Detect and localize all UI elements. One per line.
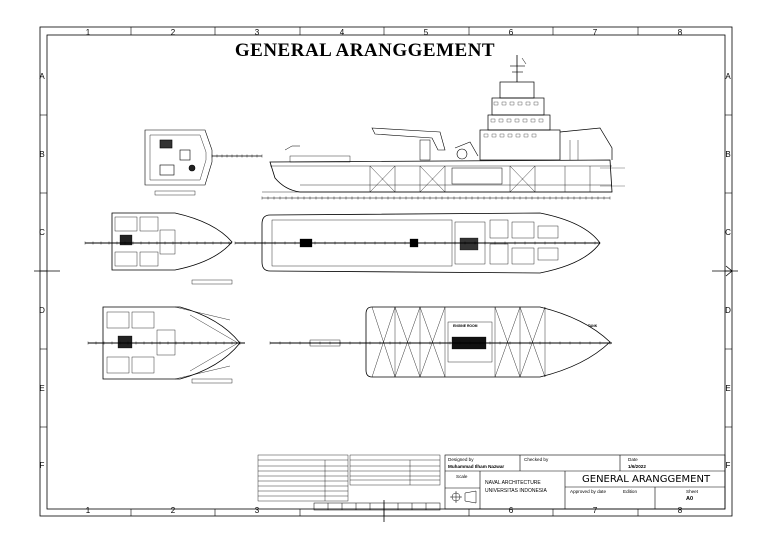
org-line-1: NAVAL ARCHITECTURE (485, 480, 541, 486)
zone-col-3-top: 3 (254, 28, 260, 37)
zone-row-e-right: E (725, 384, 731, 393)
engine-room-label: ENGINE ROOM (453, 324, 478, 328)
checked-by-label: Checked by (524, 457, 549, 462)
scale-label: Scale (456, 474, 468, 479)
tank-label: TANK (588, 324, 598, 328)
designer-name: Muhammad Ilham Nazwar (448, 464, 505, 469)
centering-marks (34, 265, 738, 522)
bridge-deck-plan (144, 129, 262, 186)
sheet-value: A0 (686, 496, 694, 502)
zone-row-f-right: F (725, 461, 731, 470)
zone-row-d-right: D (725, 306, 731, 315)
sheet-label: Sheet (686, 489, 699, 494)
org-line-2: UNIVERSITAS INDONESIA (485, 488, 547, 494)
zone-col-7-bottom: 7 (592, 506, 598, 515)
zone-col-2-bottom: 2 (170, 506, 176, 515)
zone-col-2-top: 2 (170, 28, 176, 37)
profile-view (262, 55, 625, 193)
approved-by-label: Approved by date (570, 489, 607, 494)
deck-plan-upper-left (85, 212, 233, 271)
date-label: Date (628, 457, 638, 462)
edition-label: Edition (623, 489, 638, 494)
zone-row-c-left: C (39, 228, 45, 237)
main-deck-plan (235, 212, 601, 274)
projection-symbol (450, 490, 477, 504)
tank-top-plan (270, 306, 612, 378)
station-ticks (84, 154, 611, 345)
zone-row-b-left: B (39, 150, 45, 159)
zone-col-8-bottom: 8 (677, 506, 683, 515)
zone-col-8-top: 8 (677, 28, 683, 37)
zone-col-4-top: 4 (339, 28, 345, 37)
deck-plan-lower-left (88, 306, 245, 380)
zone-col-6-top: 6 (508, 28, 514, 37)
zone-col-5-top: 5 (423, 28, 429, 37)
zone-row-a-left: A (39, 72, 45, 81)
zone-row-b-right: B (725, 150, 731, 159)
zone-col-7-top: 7 (592, 28, 598, 37)
main-dimension-table (257, 454, 349, 502)
scale-bar (313, 502, 441, 511)
zone-col-1-bottom: 1 (85, 506, 91, 515)
tank-capacity-table (349, 454, 441, 486)
zone-col-6-bottom: 6 (508, 506, 514, 515)
zone-row-c-right: C (725, 228, 731, 237)
upper-left-caption-box (191, 279, 233, 285)
title-block-grid (444, 454, 726, 510)
zone-row-e-left: E (39, 384, 45, 393)
zone-col-1-top: 1 (85, 28, 91, 37)
title-block-drawing-title: GENERAL ARANGGEMENT (582, 474, 711, 485)
drawing-title: GENERAL ARANGGEMENT (234, 40, 496, 61)
zone-row-d-left: D (39, 306, 45, 315)
inner-frame (46, 34, 726, 510)
zone-row-f-left: F (39, 461, 45, 470)
date-value: 1/6/2022 (628, 464, 646, 469)
lower-left-caption-box (191, 378, 233, 384)
bridge-deck-caption-box (154, 190, 196, 196)
zone-col-3-bottom: 3 (254, 506, 260, 515)
zone-row-a-right: A (725, 72, 731, 81)
designed-by-label: Designed by (448, 457, 474, 462)
